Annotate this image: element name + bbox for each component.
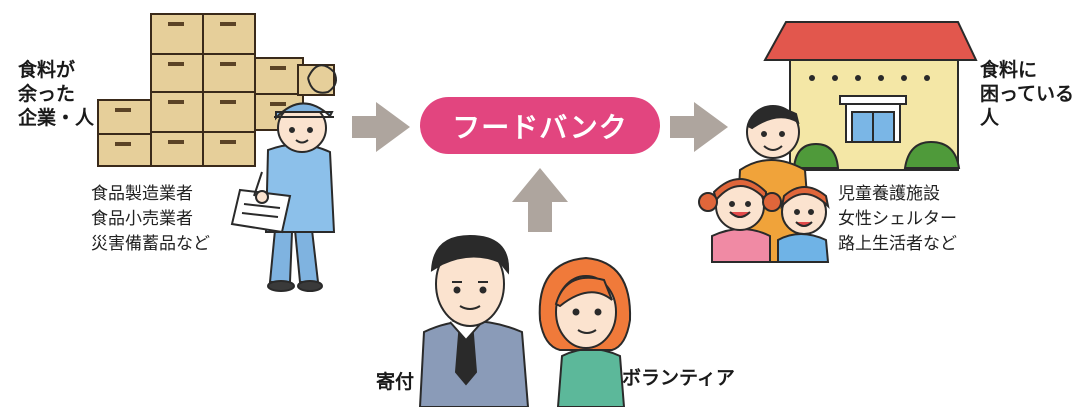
donation-label: 寄付 xyxy=(376,371,415,393)
cardboard-boxes-illustration xyxy=(97,13,335,167)
right-label-line: 食料に xyxy=(980,59,1038,81)
list-item: 災害備蓄品など xyxy=(91,234,210,254)
donor-businessman-illustration xyxy=(418,234,530,407)
volunteer-woman-illustration xyxy=(538,256,632,407)
list-item: 女性シェルター xyxy=(838,209,957,229)
house-illustration xyxy=(763,21,978,171)
arrow-foodbank-to-right xyxy=(670,102,728,152)
right-group-label: 食料に 困っている 人 xyxy=(980,58,1074,130)
right-group-list: 児童養護施設 女性シェルター 路上生活者など xyxy=(838,182,957,257)
caregiver-and-children-illustration xyxy=(698,105,830,263)
right-label-line: 困っている xyxy=(980,83,1075,105)
right-label-line: 人 xyxy=(980,107,1000,129)
arrow-bottom-up-to-foodbank xyxy=(512,168,568,232)
left-group-label: 食料が 余った 企業・人 xyxy=(18,58,94,130)
left-label-line: 食料が xyxy=(18,59,76,81)
worker-illustration xyxy=(230,64,337,292)
arrow-left-to-foodbank xyxy=(352,102,410,152)
list-item: 食品小売業者 xyxy=(91,209,193,229)
left-label-line: 余った xyxy=(18,83,76,105)
left-label-line: 企業・人 xyxy=(18,107,95,129)
volunteer-label: ボランティア xyxy=(622,367,735,389)
list-item: 児童養護施設 xyxy=(838,184,940,204)
foodbank-label: フードバンク xyxy=(452,110,628,144)
list-item: 食品製造業者 xyxy=(91,184,193,204)
list-item: 路上生活者など xyxy=(838,234,957,254)
foodbank-pill: フードバンク xyxy=(420,97,660,154)
left-group-list: 食品製造業者 食品小売業者 災害備蓄品など xyxy=(91,182,210,257)
